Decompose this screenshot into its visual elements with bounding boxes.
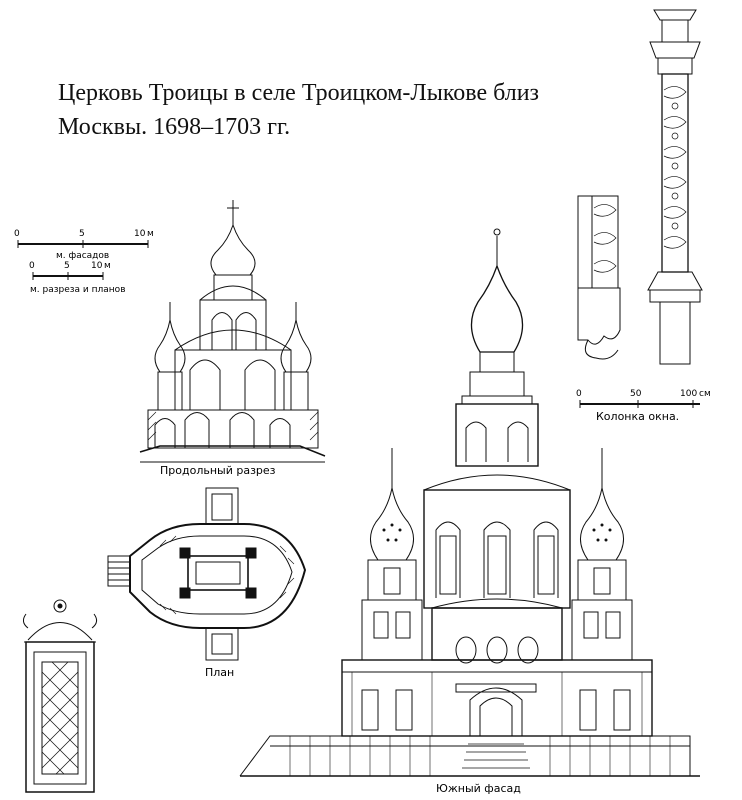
caption-longitudinal-section: Продольный разрез xyxy=(160,464,276,477)
scale-facades-unit: м xyxy=(147,229,154,239)
scale-facades-tick-5: 5 xyxy=(79,229,85,239)
scale-column-label: Колонка окна. xyxy=(596,410,679,423)
scale-column-tick-50: 50 xyxy=(630,389,642,399)
plan-drawing xyxy=(107,487,307,661)
scale-sections-tick-5: 5 xyxy=(64,261,70,271)
scale-facades-label: м. фасадов xyxy=(56,251,109,261)
caption-plan: План xyxy=(205,666,234,679)
caption-south-facade: Южный фасад xyxy=(436,782,521,795)
scale-bar-sections xyxy=(32,272,104,280)
scale-bar-column xyxy=(579,400,700,408)
window-frame-detail xyxy=(22,599,98,793)
south-facade-drawing xyxy=(239,228,700,777)
scale-sections-tick-0: 0 xyxy=(29,261,35,271)
scale-sections-tick-10: 10 xyxy=(91,261,103,271)
scale-facades-tick-0: 0 xyxy=(14,229,20,239)
scale-column-tick-100: 100 xyxy=(680,389,697,399)
scale-sections-unit: м xyxy=(104,261,111,271)
scale-bar-facades xyxy=(17,240,149,248)
scale-facades-tick-10: 10 xyxy=(134,229,146,239)
window-column-detail xyxy=(577,9,703,365)
sheet-title-line-1: Церковь Троицы в селе Троицком-Лыкове бл… xyxy=(58,80,540,106)
scale-sections-label: м. разреза и планов xyxy=(30,285,126,295)
longitudinal-section-drawing xyxy=(139,200,326,463)
sheet-title-line-2: Москвы. 1698–1703 гг. xyxy=(58,114,291,140)
scale-column-unit: см xyxy=(699,389,711,399)
scale-column-tick-0: 0 xyxy=(576,389,582,399)
